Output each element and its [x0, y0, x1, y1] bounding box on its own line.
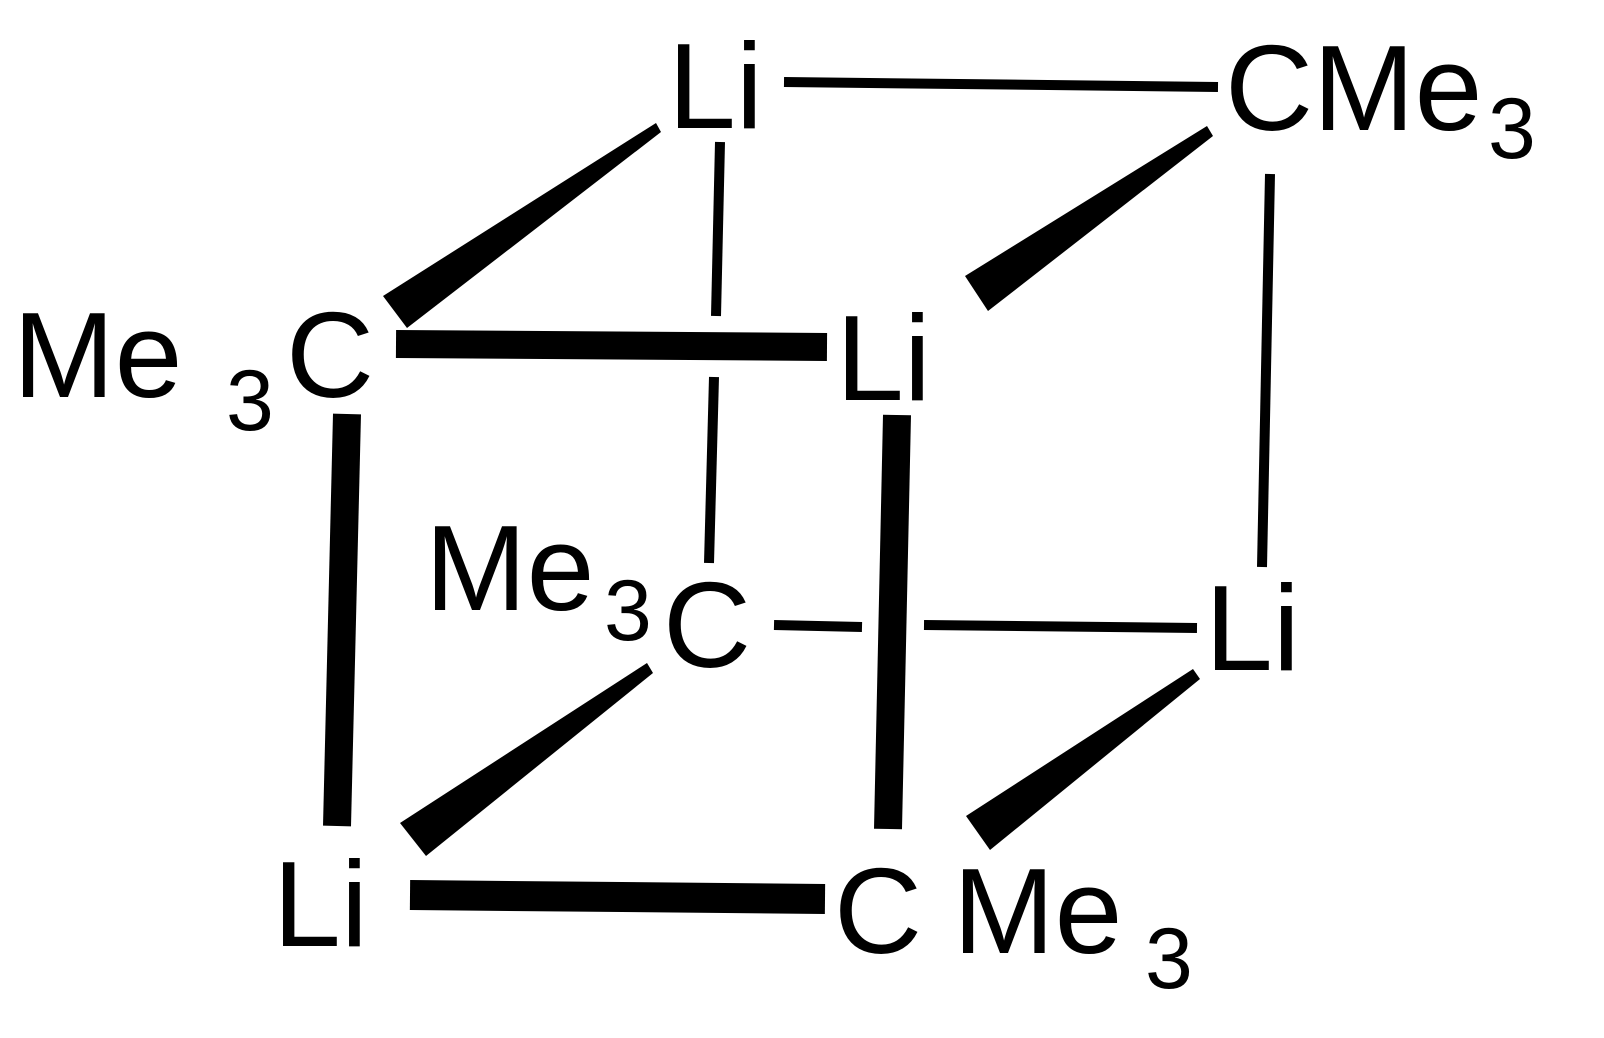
- atom-cme3-bottom: C Me 3: [834, 843, 1193, 1007]
- bond-cme3-li-right: [1257, 173, 1275, 568]
- label-me: Me: [13, 287, 182, 423]
- label-subscript: 3: [226, 353, 274, 449]
- plain-bonds: [704, 77, 1275, 633]
- wedge-me3c-li-top: [383, 123, 661, 328]
- bond-me3c-li-bottom: [323, 413, 361, 827]
- label-c: C: [1225, 20, 1313, 156]
- wedge-li-right-cme3-bottom: [966, 669, 1200, 850]
- label-me: Me: [425, 500, 594, 636]
- bond-center-c-li-right: [923, 620, 1198, 633]
- bond-li-top-cme3: [783, 77, 1219, 92]
- bond-li-top-down: [711, 141, 725, 317]
- wedge-bonds: [383, 123, 1213, 856]
- bond-li-bottom-cme3: [409, 880, 826, 914]
- label-subscript: 3: [1488, 81, 1536, 177]
- bond-li-top-down-lower: [704, 376, 719, 564]
- label-c: C: [834, 843, 922, 979]
- bold-bonds: [323, 330, 911, 914]
- atom-li-top: Li: [668, 18, 763, 154]
- label-c: C: [286, 287, 374, 423]
- atom-me3c-left: Me 3 C: [13, 287, 374, 449]
- label-subscript: 3: [604, 563, 652, 659]
- atom-cme3-top-right: C Me 3: [1225, 20, 1536, 177]
- atom-li-mid: Li: [836, 290, 931, 426]
- label-me: Me: [1313, 20, 1482, 156]
- atom-li-bottom-left: Li: [273, 836, 368, 972]
- wedge-center-c-li-bottom: [400, 663, 653, 856]
- label-subscript: 3: [1145, 911, 1193, 1007]
- label-me: Me: [953, 843, 1122, 979]
- label-c: C: [663, 557, 751, 693]
- bond-li-mid-cme3-bottom: [874, 414, 911, 830]
- atom-me3c-center: Me 3 C: [425, 500, 751, 693]
- atom-li-right: Li: [1205, 560, 1300, 696]
- wedge-cme3-li-mid: [965, 126, 1213, 311]
- bond-me3c-li-mid: [395, 330, 828, 361]
- bond-center-c-left: [773, 620, 863, 632]
